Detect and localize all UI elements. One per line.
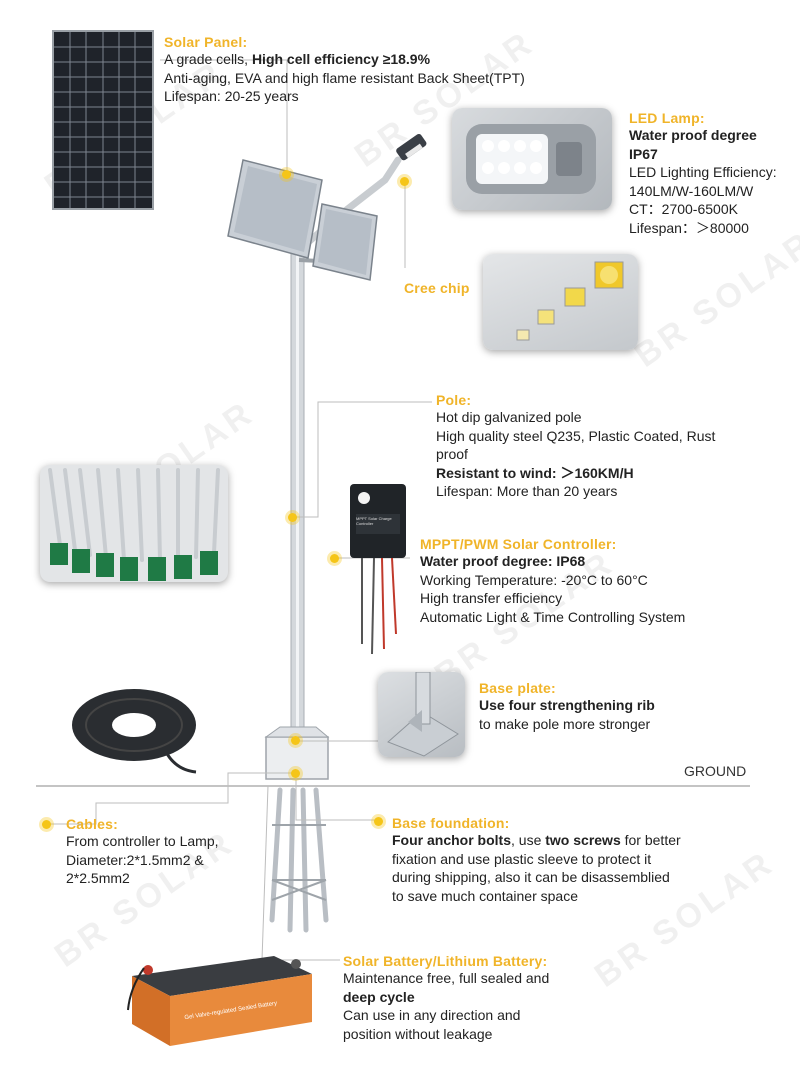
solar-panel-1 [227,159,323,259]
battery-line1: Maintenance free, full sealed and [343,970,550,986]
foundation-bolts: Four anchor bolts [392,832,511,848]
cree-chip-title: Cree chip [404,280,470,296]
marker-dot [291,736,300,745]
battery-line3: Can use in any direction and [343,1007,521,1024]
foundation-screws: two screws [545,832,621,848]
poles-bundle-icon [48,468,220,581]
foundation-line3: during shipping, also it can be disassem… [392,869,670,886]
led-lamp-info: LED Lamp: Water proof degree IP67 LED Li… [629,110,799,238]
pole-line5: Lifespan: More than 20 years [436,483,618,500]
solar-panel-photo [52,30,154,210]
foundation-end: for better [620,832,681,848]
battery-title: Solar Battery/Lithium Battery: [343,953,548,969]
foundation-title: Base foundation: [392,815,510,831]
base-plate-rib: Use four strengthening rib [479,697,655,713]
controller-line1: Working Temperature: -20°C to 60°C [420,571,648,588]
solar-cell-grid-icon [54,32,152,208]
marker-dot [282,170,291,179]
battery-deep-cycle: deep cycle [343,988,415,1005]
marker-dot [288,513,297,522]
controller-line2: High transfer efficiency [420,590,563,607]
led-lamp-line4: Lifespan：＞80000 [629,219,749,236]
battery-line4: position without leakage [343,1025,493,1042]
controller-icon [350,484,406,655]
controller-label: MPPT Solar Charge Controller [356,516,392,526]
battery-icon [127,956,312,1046]
pole-title: Pole: [436,392,472,408]
pole-wind-label: Resistant to wind: [436,464,557,481]
led-lamp-line2: 140LM/W-160LM/W [629,182,754,199]
controller-info: MPPT/PWM Solar Controller: Water proof d… [420,536,750,626]
cables-title: Cables: [66,816,118,832]
battery-info: Solar Battery/Lithium Battery: Maintenan… [343,953,643,1043]
led-lamp-waterproof: Water proof degree [629,127,757,143]
solar-panel-efficiency: High cell efficiency ≥18.9% [251,51,431,67]
cables-info: Cables: From controller to Lamp, Diamete… [66,816,266,888]
pole-line3: proof [436,446,468,463]
led-lamp-icon [466,124,596,194]
marker-dot [330,554,339,563]
marker-dot [291,769,300,778]
pole-info: Pole: Hot dip galvanized pole High quali… [436,392,756,501]
base-plate-icon [387,672,459,757]
cable-photo [66,680,206,780]
foundation-info: Base foundation: Four anchor bolts, use … [392,815,752,905]
base-plate-title: Base plate: [479,680,556,696]
controller-waterproof: Water proof degree: IP68 [420,553,586,569]
solar-panel-info: Solar Panel: A grade cells, High cell ef… [164,34,584,106]
pole-line1: Hot dip galvanized pole [436,409,582,425]
cables-line1: From controller to Lamp, [66,833,219,849]
solar-panel-line2: Anti-aging, EVA and high flame resistant… [164,69,525,86]
cable-coil-icon [72,689,197,774]
controller-photo: MPPT Solar Charge Controller [348,484,408,664]
base-plate-info: Base plate: Use four strengthening rib t… [479,680,759,733]
marker-dot [374,817,383,826]
pole-wind-value: ＞160KM/H [560,464,634,481]
battery-photo: Gel Valve-regulated Sealed Battery [124,948,320,1048]
cables-line3: 2*2.5mm2 [66,870,130,887]
solar-panel-line1: A grade cells, [164,51,252,67]
controller-line3: Automatic Light & Time Controlling Syste… [420,608,686,625]
foundation-line4: to save much container space [392,887,578,904]
led-lamp-photo [452,108,612,210]
solar-panel-2 [312,203,378,281]
led-lamp-line1: LED Lighting Efficiency: [629,164,777,181]
marker-dot [42,820,51,829]
pole-line2: High quality steel Q235, Plastic Coated,… [436,427,716,444]
cables-line2: Diameter:2*1.5mm2 & [66,851,204,868]
solar-panel-title: Solar Panel: [164,34,248,50]
cree-chip-icon [516,261,624,341]
galvanized-poles-photo [40,465,228,582]
foundation-mid: , use [511,832,546,848]
cree-chip-photo [483,254,638,350]
controller-title: MPPT/PWM Solar Controller: [420,536,617,552]
led-lamp-ip: IP67 [629,145,658,162]
base-plate-photo [378,672,465,757]
led-lamp-line3: CT：2700-6500K [629,201,738,218]
marker-dot [400,177,409,186]
solar-panel-line3: Lifespan: 20-25 years [164,88,299,105]
ground-label: GROUND [684,763,747,779]
base-plate-line1: to make pole more stronger [479,715,651,732]
foundation-line2: fixation and use plastic sleeve to prote… [392,850,652,867]
led-lamp-title: LED Lamp: [629,110,705,126]
